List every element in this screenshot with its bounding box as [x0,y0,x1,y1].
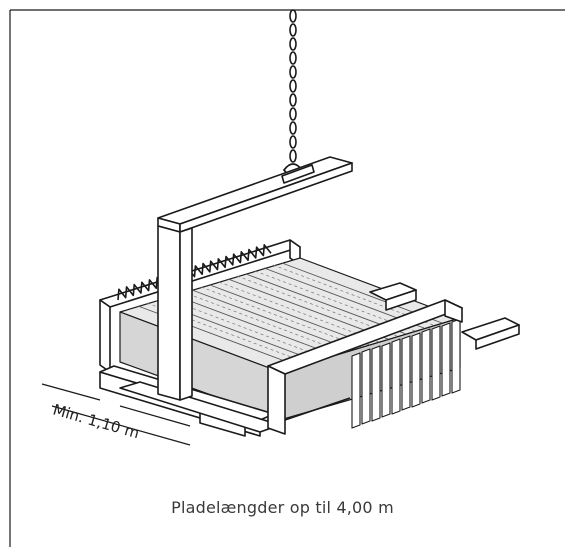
front-frame [267,299,463,435]
dimension-indicator [41,383,191,446]
dimension-label: Min. 1,10 m [51,401,141,443]
front-sheets [351,318,461,429]
rear-frame [99,239,301,373]
chain-icon [282,9,304,177]
lifting-beam [157,156,353,401]
fork-arms [369,282,520,350]
caption: Pladelængder op til 4,00 m [171,498,394,517]
